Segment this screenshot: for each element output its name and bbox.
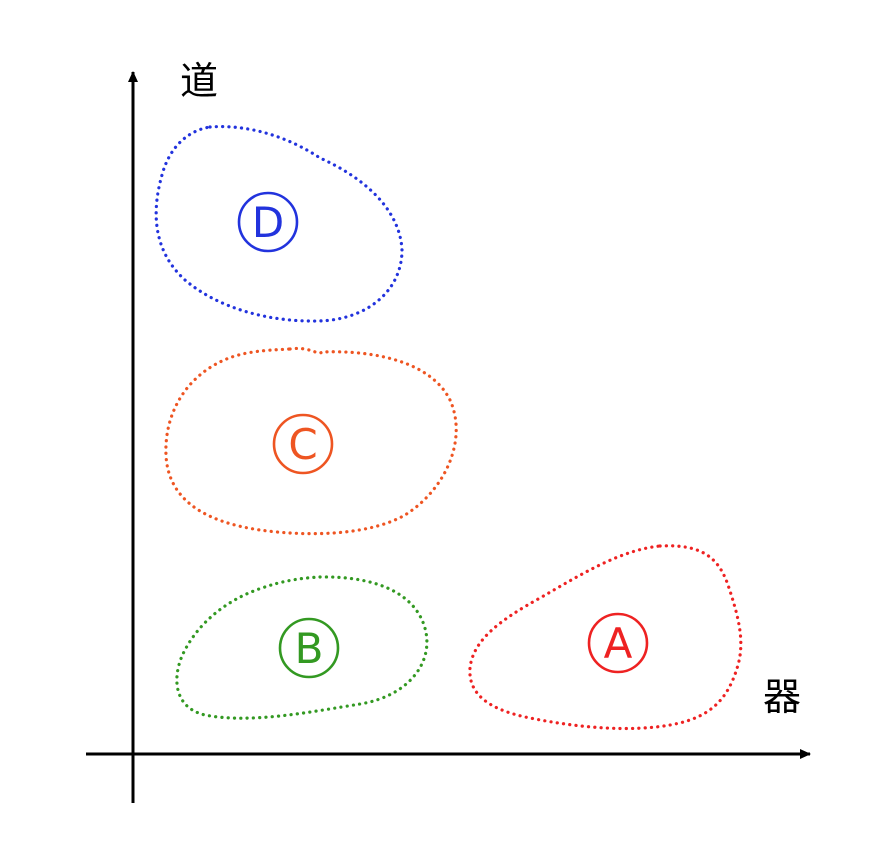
x-axis-label: 器	[763, 675, 801, 719]
region-b-outline	[175, 575, 429, 720]
region-b-label: B	[295, 624, 324, 673]
region-a: A	[468, 544, 743, 731]
region-c-marker-ring	[272, 413, 334, 475]
region-a-label: A	[604, 619, 633, 668]
region-d-marker-ring	[237, 191, 299, 253]
region-b: B	[175, 575, 429, 720]
region-b-marker-ring	[278, 617, 340, 679]
region-c-label: C	[288, 420, 317, 469]
region-d: D	[154, 124, 404, 323]
region-a-marker-ring	[587, 612, 649, 674]
region-d-label: D	[252, 198, 284, 247]
y-axis-label: 道	[180, 59, 218, 103]
region-c: C	[164, 346, 458, 536]
region-d-outline	[154, 124, 404, 323]
